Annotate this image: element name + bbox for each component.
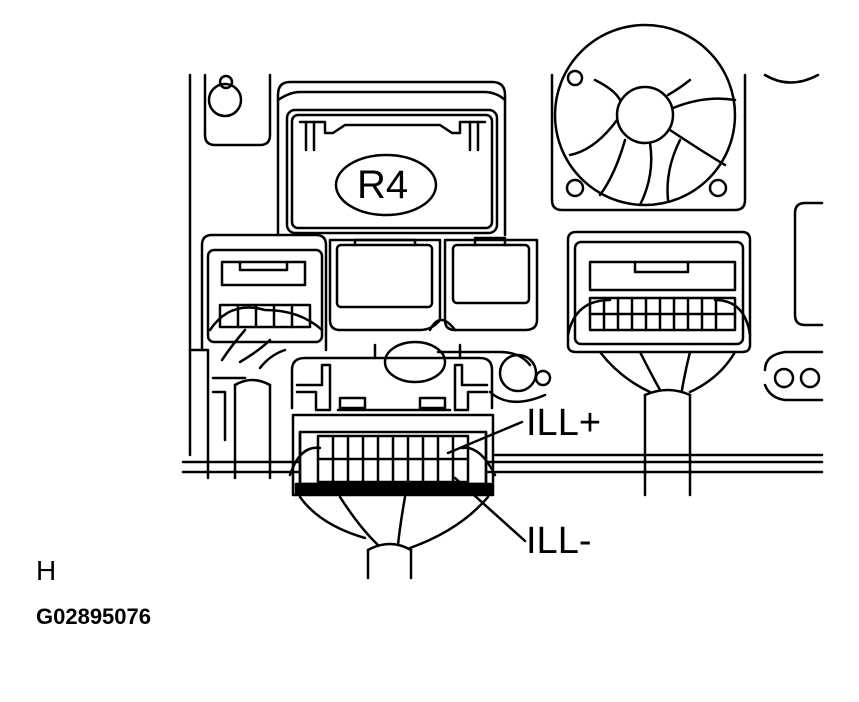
view-letter-label: H: [36, 555, 57, 586]
cooling-fan: [550, 23, 747, 212]
center-socket: [328, 238, 442, 332]
figure-code-label: G02895076: [36, 604, 151, 629]
unit-housing: [181, 73, 824, 480]
ill-connector: [288, 340, 552, 497]
ill-minus-leader-line: [453, 476, 527, 543]
connector-id-label: R4: [357, 163, 409, 207]
ill-plus-leader-line: [446, 420, 524, 455]
left-connector: [200, 233, 328, 352]
ill-wire-bundle: [298, 495, 490, 580]
ill-plus-label: ILL+: [526, 402, 602, 444]
ill-minus-label: ILL-: [526, 520, 592, 562]
left-wire-bundle: [211, 328, 287, 480]
side-bracket: [763, 201, 824, 402]
right-connector: [566, 230, 752, 354]
small-socket: [428, 236, 539, 332]
r4-connector-housing: [276, 80, 507, 237]
right-wire-bundle: [598, 350, 737, 497]
